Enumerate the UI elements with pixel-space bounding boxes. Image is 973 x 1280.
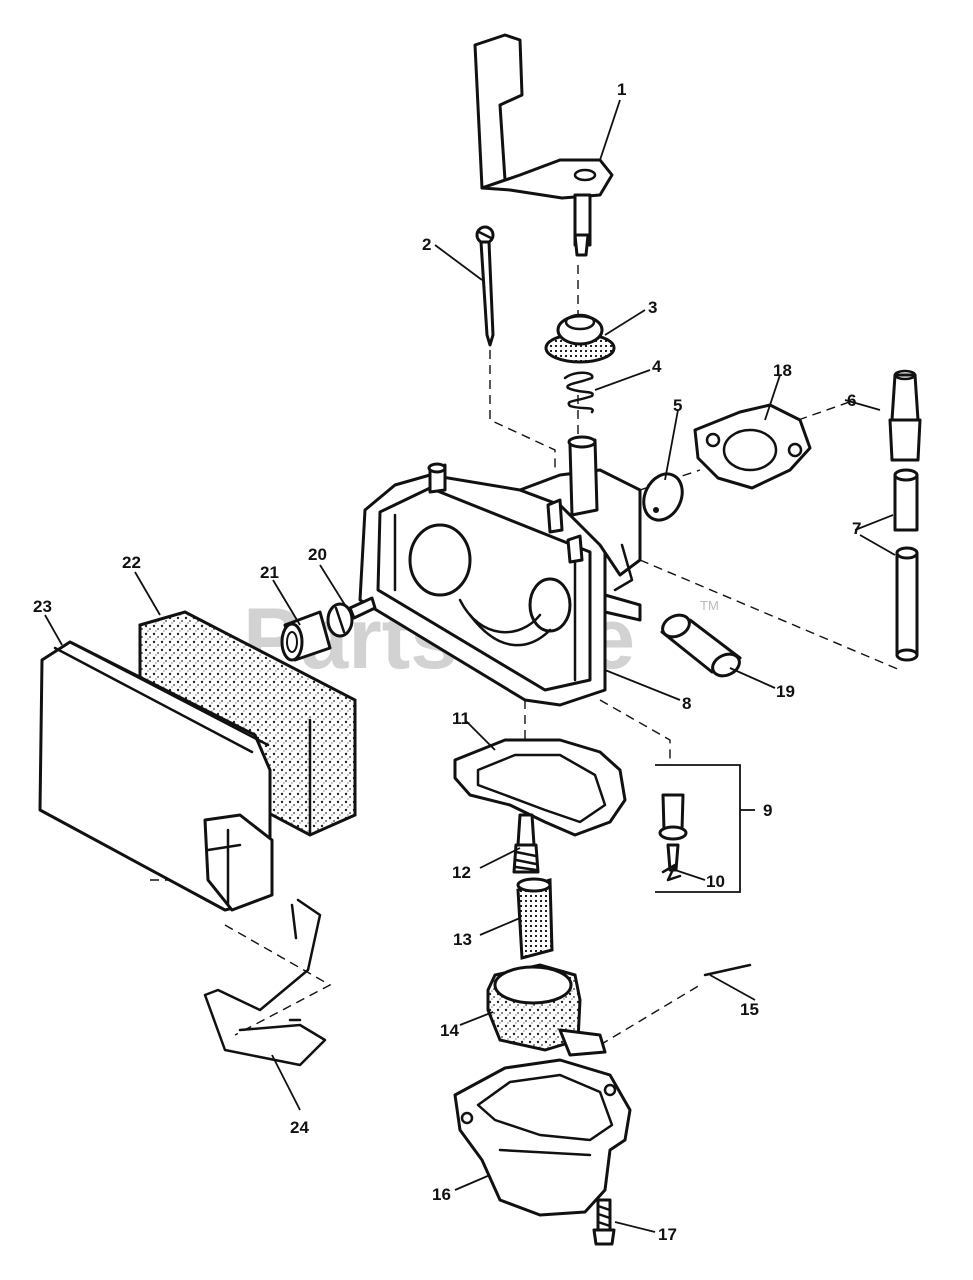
part-21-bushing: [280, 610, 332, 662]
callout-5: 5: [673, 396, 682, 415]
callout-21: 21: [260, 563, 279, 582]
callout-8: 8: [682, 694, 691, 713]
part-1-choke-lever: [473, 33, 614, 257]
part-12-nozzle: [512, 813, 540, 874]
callout-22: 22: [122, 553, 141, 572]
part-11-bowl-gasket: [453, 738, 627, 837]
part-6-fuel-fitting: [888, 369, 922, 462]
part-20-screw: [326, 596, 377, 638]
part-10-clip: [661, 863, 682, 882]
callout-15: 15: [740, 1000, 759, 1019]
callout-2: 2: [422, 235, 431, 254]
callout-10: 10: [706, 872, 725, 891]
callout-9: 9: [763, 801, 772, 820]
callout-labels: 1 2 3 4 5 6 7 8 9 10 11 12 13 14 15 16 1…: [33, 80, 861, 1244]
part-17-bowl-screw: [592, 1198, 616, 1246]
callout-12: 12: [452, 863, 471, 882]
callout-11: 11: [452, 709, 470, 728]
callout-19: 19: [776, 682, 795, 701]
callout-13: 13: [453, 930, 472, 949]
part-7-fuel-line: [893, 468, 919, 662]
callout-16: 16: [432, 1185, 451, 1204]
part-3-throttle-gear: [544, 313, 616, 364]
part-19-intake-tube: [660, 613, 742, 678]
part-18-gasket: [693, 403, 812, 490]
part-15-hinge-pin: [703, 963, 752, 977]
callout-1: 1: [617, 80, 626, 99]
part-13-filter-screen: [516, 877, 554, 960]
part-14-float: [486, 963, 607, 1057]
part-9-needle-valve: [655, 764, 741, 893]
part-24-retaining-clip: [203, 898, 327, 1067]
part-2-idle-screw: [475, 225, 495, 347]
callout-24: 24: [290, 1118, 309, 1137]
part-4-spring: [563, 371, 594, 414]
callout-7: 7: [852, 519, 861, 538]
callout-23: 23: [33, 597, 52, 616]
callout-3: 3: [648, 298, 657, 317]
callout-6: 6: [847, 391, 856, 410]
part-16-float-bowl: [453, 1058, 632, 1217]
callout-18: 18: [773, 361, 792, 380]
leader-lines: [44, 99, 896, 1233]
watermark-trademark: TM: [700, 598, 719, 613]
part-23-air-cleaner-cover: [38, 640, 274, 912]
callout-4: 4: [652, 357, 662, 376]
callout-17: 17: [658, 1225, 677, 1244]
callout-14: 14: [440, 1021, 459, 1040]
part-8-carburetor-body: [358, 435, 642, 707]
callout-20: 20: [308, 545, 327, 564]
part-5-throttle-plate: [642, 472, 684, 522]
